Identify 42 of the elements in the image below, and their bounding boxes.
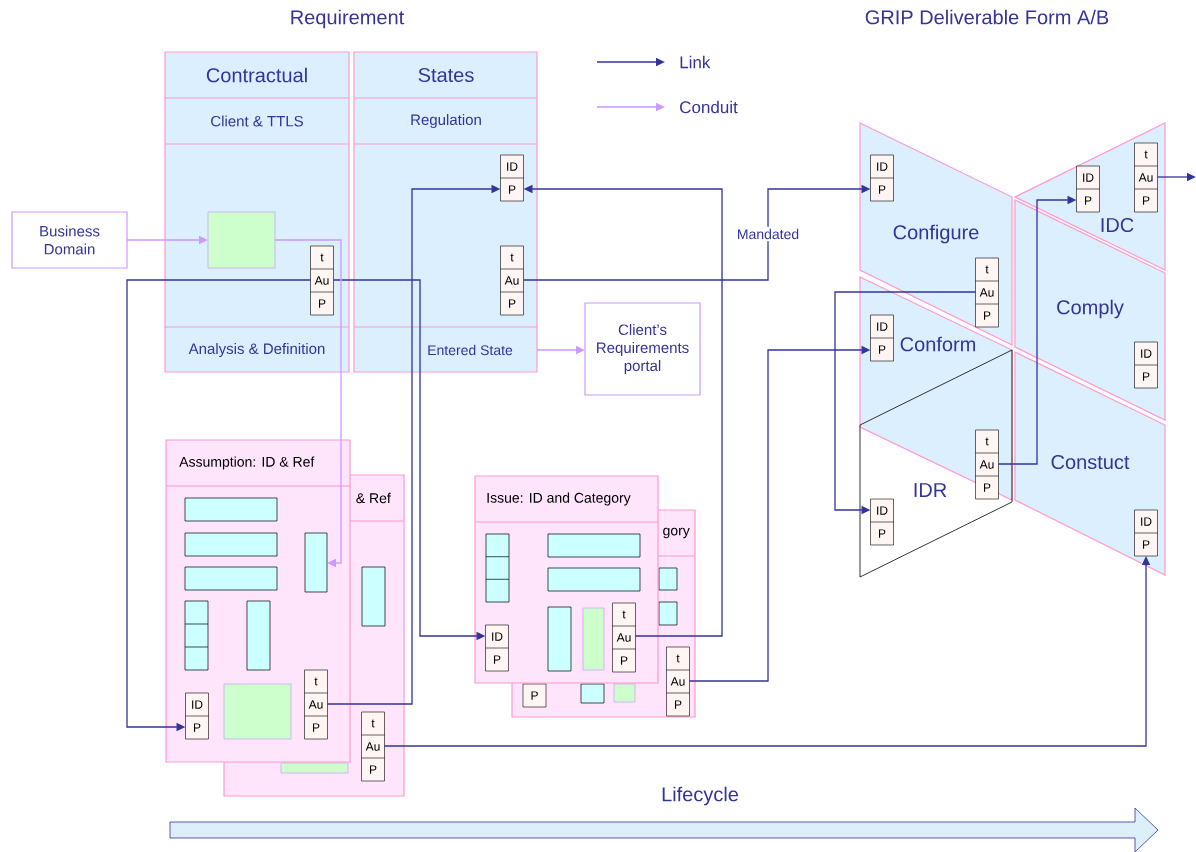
arrow: [274, 239, 342, 568]
tag-stack: ID P: [1134, 341, 1158, 389]
text-box: Client’s Requirements portal: [584, 302, 701, 396]
tag-stack: t Au P: [304, 669, 328, 740]
tag-stack: ID P: [870, 498, 894, 546]
empty-box: [304, 532, 328, 593]
heading: Lifecycle: [662, 786, 738, 806]
tag-stack: t Au P: [975, 429, 999, 500]
empty-box: [207, 211, 276, 269]
empty-box: [184, 600, 209, 671]
empty-box: [547, 606, 572, 672]
empty-box: [184, 566, 278, 591]
tag-stack: t Au P: [1134, 142, 1158, 213]
empty-box: [246, 600, 271, 671]
tag-stack: ID P: [185, 692, 209, 740]
tag-stack: ID P: [500, 154, 524, 202]
tag-stack: ID P: [1076, 165, 1100, 213]
empty-box: [361, 566, 386, 627]
tag-stack: t Au P: [361, 711, 385, 782]
tag-stack: t Au P: [666, 646, 690, 717]
empty-box: [184, 532, 278, 557]
empty-box: [547, 533, 641, 558]
empty-box: [485, 533, 510, 603]
legend-label: Conduit: [680, 100, 738, 114]
legend-label: Link: [680, 55, 711, 69]
tag-stack: t Au P: [975, 257, 999, 328]
tag-stack: ID P: [1134, 509, 1158, 557]
empty-box: [582, 607, 605, 671]
edge-label: Mandated: [734, 226, 802, 242]
tag-stack: ID P: [485, 624, 509, 672]
text-box: Business Domain: [11, 211, 128, 269]
title: GRIP Deliverable Form A/B: [865, 9, 1109, 25]
empty-box: [223, 683, 292, 740]
heading: Requirement: [291, 9, 405, 29]
empty-box: [184, 497, 278, 522]
tag-stack: t Au P: [310, 245, 334, 316]
tag-stack: P: [522, 683, 547, 708]
empty-box: [547, 567, 641, 592]
tag-stack: t Au P: [612, 602, 636, 673]
tag-stack: ID P: [870, 154, 894, 202]
tag-stack: t Au P: [500, 245, 524, 316]
tag-stack: ID P: [870, 314, 894, 362]
